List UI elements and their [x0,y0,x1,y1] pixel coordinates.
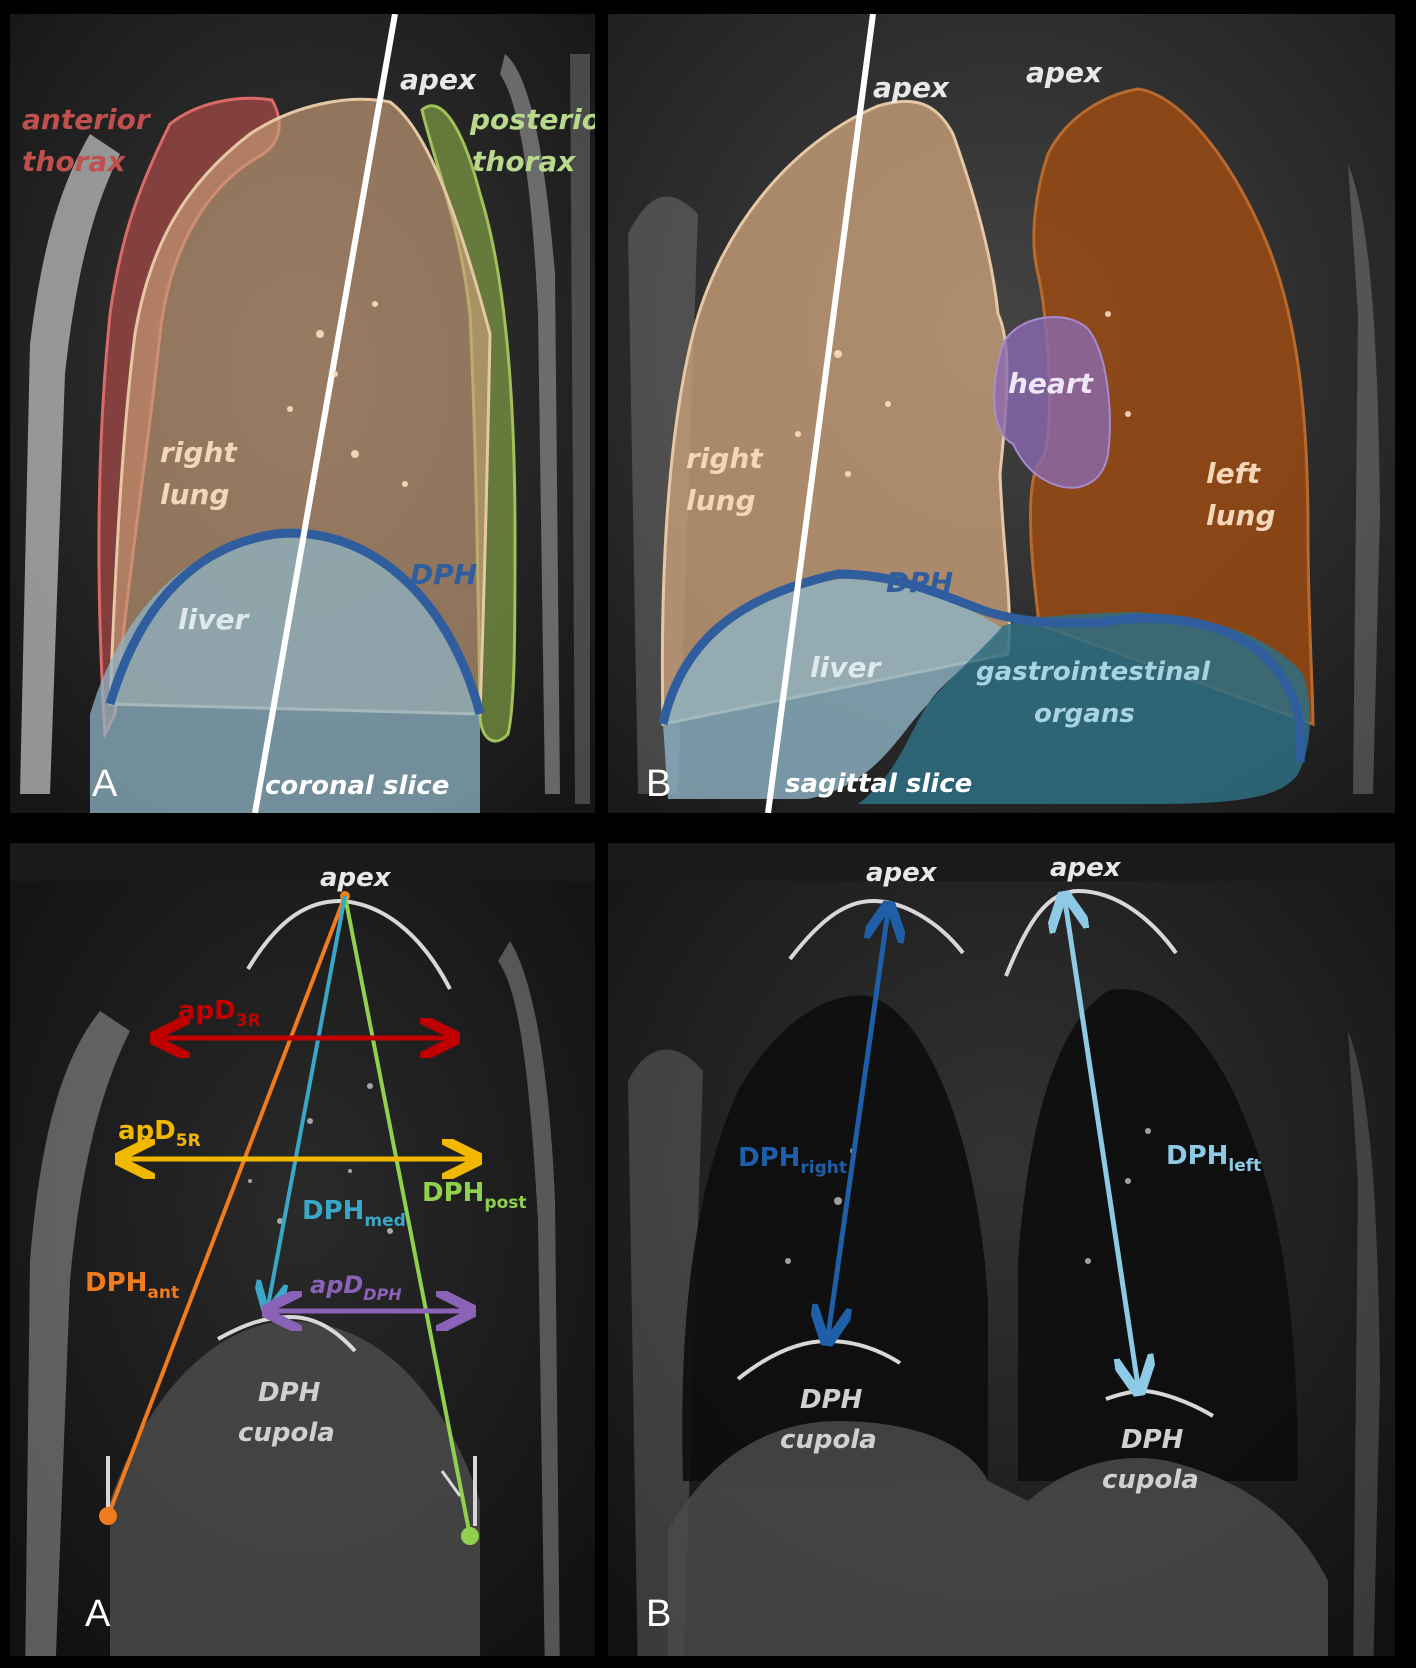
dph-label: DPH [410,558,477,591]
gi-organs-region [858,612,1310,804]
apex-label-left: apex [1026,56,1103,89]
panel-sagittal-segmentation: apex apex heart right lung left lung DPH… [608,14,1395,813]
apex-label: apex [320,863,392,893]
apex-label-left: apex [1050,853,1122,883]
dph-post-line [343,895,472,1537]
dph-ant-line [106,895,347,1517]
heart-region [993,316,1111,489]
panel-letter: A [85,1593,111,1635]
right-lung-label-2: lung [160,478,230,511]
dph-med-label: DPHmed [302,1196,406,1231]
dph-right-label: DPHright [738,1143,847,1178]
coronal-segmentation-image: apex anterior thorax posterior thorax ri… [10,14,595,813]
apex-label: apex [400,63,477,96]
dph-post-label: DPHpost [422,1178,527,1213]
left-lung-label: left [1206,457,1262,490]
apex-arc [246,898,452,990]
anterior-thorax-label-2: thorax [22,145,126,178]
heart-label: heart [1008,367,1095,400]
sagittal-measurement-image: apex apex DPHright DPHleft DPH cupola DP… [608,853,1395,1656]
dph-left-label: DPHleft [1166,1141,1261,1176]
right-lung-label: right [686,442,764,475]
dph-right-arrow [828,911,888,1336]
slice-label: sagittal slice [785,769,972,799]
cupola-label-right-2: cupola [780,1425,877,1455]
slice-line [765,14,876,813]
gi-organs-label: gastrointestinal [976,657,1211,687]
panel-sagittal-measurements: apex apex DPHright DPHleft DPH cupola DP… [608,843,1395,1656]
liver-region [90,533,480,813]
cupola-label-left-2: cupola [1102,1465,1199,1495]
slice-line [252,14,398,813]
gi-organs-label-2: organs [1034,699,1135,729]
panel-coronal-measurements: apex apD3R apD5R DPHmed DPHpost DPHant a… [10,843,595,1656]
right-lung-label: right [160,436,238,469]
liver-label: liver [178,603,250,636]
panel-coronal-segmentation: apex anterior thorax posterior thorax ri… [10,14,595,813]
liver-region [663,579,1003,799]
dph-left-arrow [1065,901,1138,1386]
dph-med-line [268,895,347,1306]
posterior-thorax-label-2: thorax [472,145,576,178]
anterior-thorax-label: anterior [22,103,152,136]
dph-ant-label: DPHant [85,1268,179,1303]
slice-label: coronal slice [265,771,449,801]
panel-letter: A [92,763,118,805]
apex-label-right: apex [873,71,950,104]
left-lung-label-2: lung [1206,499,1276,532]
cupola-label: DPH [258,1378,321,1408]
posterior-thorax-label: posterior [469,103,595,136]
panel-letter: B [646,763,671,805]
right-lung-region [660,99,1011,726]
dph-outline [105,528,485,716]
sagittal-segmentation-image: apex apex heart right lung left lung DPH… [608,14,1395,813]
panel-letter: B [646,1593,671,1635]
cupola-label-right: DPH [800,1385,863,1415]
dph-label: DPH [886,566,953,599]
dph-ant-point [99,1507,117,1525]
cupola-label-2: cupola [238,1418,335,1448]
apd3r-label: apD3R [178,996,261,1031]
apd5r-label: apD5R [118,1116,201,1151]
dph-outline [658,569,1306,763]
dph-post-point [461,1527,479,1545]
apddph-label: apDDPH [310,1271,402,1304]
right-lung-label-2: lung [686,484,756,517]
liver-label: liver [810,651,882,684]
apex-label-right: apex [866,858,938,888]
coronal-measurement-image: apex apD3R apD5R DPHmed DPHpost DPHant a… [10,863,595,1656]
cupola-label-left: DPH [1121,1425,1184,1455]
